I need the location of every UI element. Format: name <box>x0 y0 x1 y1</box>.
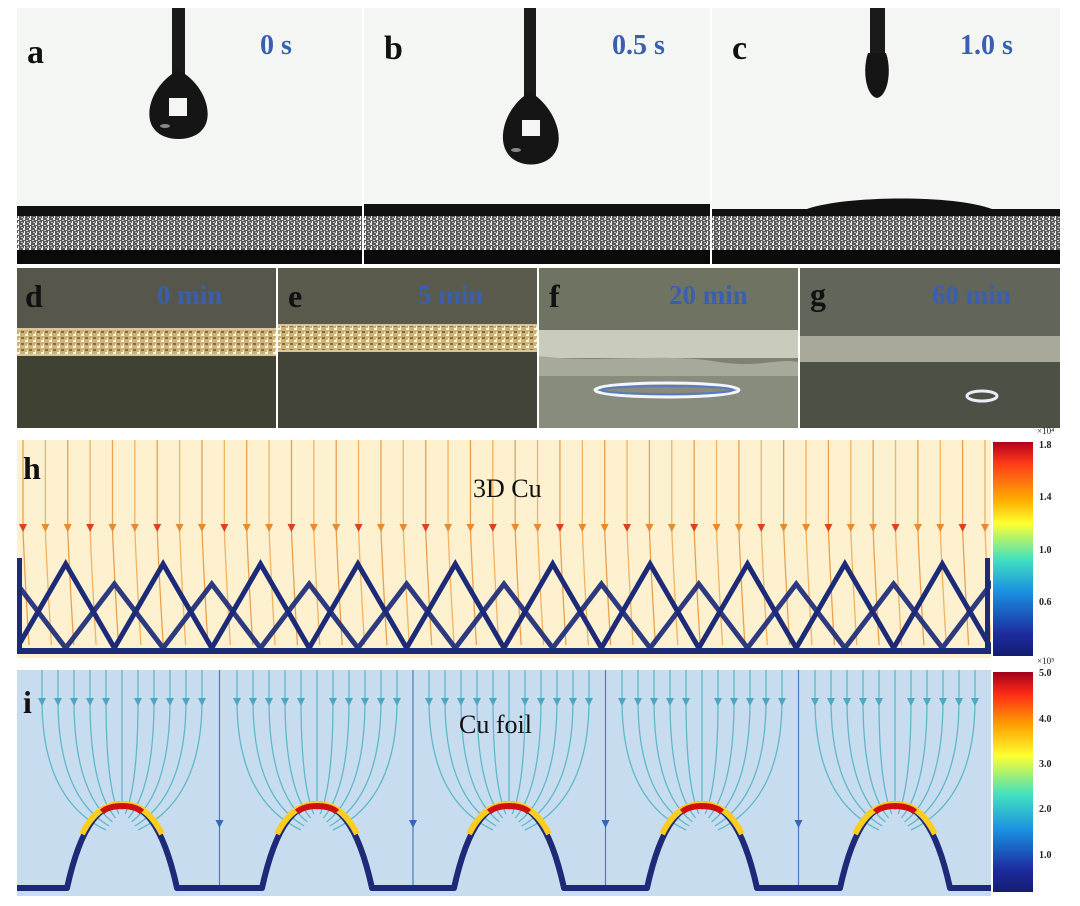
hotspot-peak <box>99 803 145 815</box>
panel-letter: f <box>549 278 560 314</box>
streamline <box>958 440 970 646</box>
streamline <box>667 440 679 646</box>
streamline <box>824 440 836 646</box>
streamline <box>891 440 903 646</box>
hotspot-peak <box>294 803 340 815</box>
streamline <box>936 440 947 646</box>
streamline <box>734 440 746 646</box>
substrate-photo-g <box>800 268 1060 428</box>
panel-letter: a <box>27 34 44 71</box>
streamline <box>757 440 768 646</box>
hotspot-peak <box>679 803 725 815</box>
droplet-photo-a <box>17 8 362 264</box>
panel-d: d 0 min <box>17 268 276 428</box>
simulation-panel-h: h 3D Cu <box>17 440 991 658</box>
panel-letter: b <box>384 30 403 67</box>
colorbar-i: ×10⁵ 5.0 4.0 3.0 2.0 1.0 <box>993 656 1080 896</box>
panel-c: c 1.0 s <box>712 8 1060 264</box>
panel-letter: g <box>810 276 826 312</box>
hotspot-peak <box>872 803 918 815</box>
streamline <box>309 440 321 646</box>
colorbar-tick-label: 1.0 <box>1039 849 1052 861</box>
time-label: 0 s <box>260 30 292 61</box>
mesh-base <box>17 648 991 654</box>
streamline <box>220 440 231 646</box>
streamline <box>846 440 858 646</box>
colorbar-tick-label: 4.0 <box>1039 713 1052 725</box>
streamline <box>130 440 142 646</box>
streamline <box>444 440 455 646</box>
colorbar-tick-label: 0.6 <box>1039 597 1052 609</box>
colorbar-tick-label: 1.8 <box>1039 439 1052 451</box>
streamline <box>86 440 97 646</box>
colorbar-gradient <box>993 672 1033 892</box>
panel-g: g 60 min <box>800 268 1060 428</box>
panel-letter: c <box>732 30 748 67</box>
substrate-photo-e <box>278 268 537 428</box>
droplet-photo-b <box>364 8 710 264</box>
streamline <box>690 440 701 646</box>
mesh-zigzag-up <box>17 559 991 653</box>
streamline <box>578 440 589 646</box>
streamline <box>265 440 276 646</box>
streamline <box>869 440 880 646</box>
panel-b: b 0.5 s <box>364 8 710 264</box>
streamline <box>779 440 791 646</box>
substrate-photo-d <box>17 268 276 428</box>
streamline <box>399 440 410 646</box>
cu-foil-surface <box>17 801 991 891</box>
streamline <box>197 440 209 646</box>
panel-e: e 5 min <box>278 268 537 428</box>
panel-letter: e <box>288 278 303 314</box>
streamline <box>511 440 522 646</box>
time-label: 60 min <box>932 280 1011 310</box>
simulation-label: Cu foil <box>459 710 532 739</box>
hotspot-peak <box>486 803 532 815</box>
streamline <box>488 440 500 646</box>
simulation-panel-i: i Cu foil <box>17 670 991 896</box>
colorbar-gradient <box>993 442 1033 656</box>
field-lines-cu-foil <box>17 670 991 891</box>
streamline <box>175 440 187 646</box>
streamline <box>533 440 545 646</box>
streamline <box>108 440 120 646</box>
streamline <box>802 440 813 646</box>
streamline <box>466 440 478 646</box>
panel-a: a 0 s <box>17 8 362 264</box>
streamline <box>376 440 388 646</box>
colorbar-tick-label: 3.0 <box>1039 758 1052 770</box>
time-label: 1.0 s <box>960 30 1013 61</box>
substrate-photo-f <box>539 268 798 428</box>
streamline <box>242 440 254 646</box>
streamline <box>153 440 164 646</box>
time-label: 5 min <box>418 280 484 310</box>
streamline <box>600 440 612 646</box>
panel-letter: i <box>23 684 32 720</box>
colorbar-exponent: ×10⁵ <box>1037 656 1055 666</box>
colorbar-exponent: ×10⁴ <box>1037 426 1055 436</box>
colorbar-h: ×10⁴ 1.8 1.4 1.0 0.6 <box>993 426 1080 660</box>
streamline <box>63 440 75 646</box>
panel-letter: h <box>23 450 41 486</box>
time-label: 20 min <box>669 280 748 310</box>
colorbar-tick-label: 1.0 <box>1039 544 1052 556</box>
panel-letter: d <box>25 278 43 314</box>
colorbar-tick-label: 2.0 <box>1039 804 1052 816</box>
streamline <box>421 440 433 646</box>
time-label: 0 min <box>157 280 223 310</box>
streamline <box>555 440 567 646</box>
time-label: 0.5 s <box>612 30 665 61</box>
streamline <box>623 440 634 646</box>
colorbar-tick-label: 5.0 <box>1039 668 1052 680</box>
panel-f: f 20 min <box>539 268 798 428</box>
streamline <box>645 440 657 646</box>
simulation-label: 3D Cu <box>473 474 542 503</box>
streamline <box>712 440 724 646</box>
streamline <box>913 440 925 646</box>
field-lines-3d-cu <box>17 440 991 654</box>
streamline <box>354 440 366 646</box>
droplet-photo-c <box>712 8 1060 264</box>
colorbar-tick-label: 1.4 <box>1039 492 1052 504</box>
